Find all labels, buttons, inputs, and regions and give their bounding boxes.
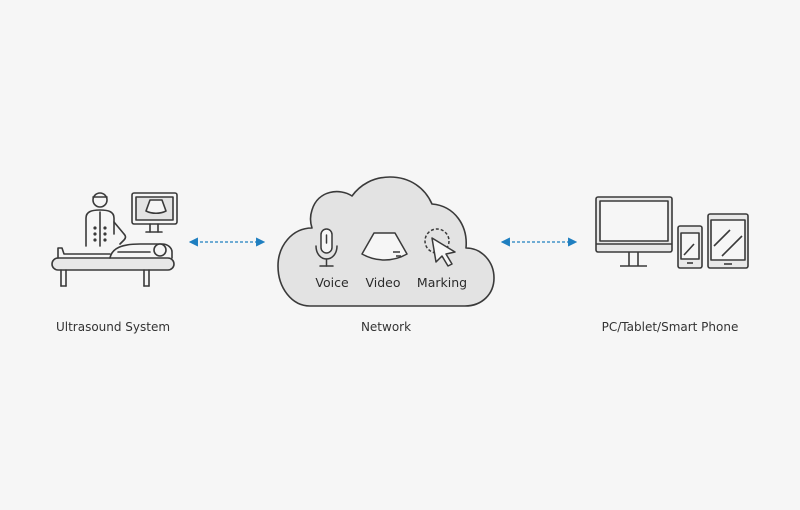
video-label: Video (365, 275, 401, 290)
devices-label: PC/Tablet/Smart Phone (601, 320, 739, 334)
tablet-icon (707, 213, 749, 269)
cursor-icon (424, 228, 456, 267)
network-label: Network (360, 320, 412, 334)
monitor-icon (595, 196, 673, 267)
marking-label: Marking (416, 275, 468, 290)
voice-label: Voice (315, 275, 349, 290)
ultrasound-system-label: Ultrasound System (55, 320, 171, 334)
phone-icon (677, 225, 703, 269)
ultrasound-image-icon (361, 232, 408, 261)
microphone-icon (315, 228, 338, 267)
doctor-patient-icon (51, 192, 178, 287)
